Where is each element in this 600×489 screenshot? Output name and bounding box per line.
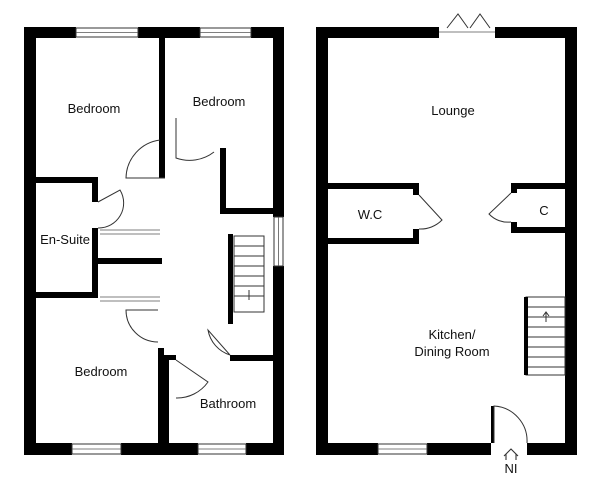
ff-cupboard-rail-upper [100,229,160,235]
room-label-bedroom-top-right: Bedroom [193,94,246,109]
first-floor-plan: Bedroom Bedroom En-Suite Bedroom Bathroo… [24,27,284,455]
ff-door-bedroom-bottom [125,309,159,343]
ff-top-wall-mid [138,27,200,38]
gf-right-wall [565,27,577,455]
ff-left-wall [24,27,36,455]
room-label-en-suite: En-Suite [40,232,90,247]
gf-wall-wc-right-bottom [413,229,419,244]
room-label-bedroom-bottom: Bedroom [75,364,128,379]
ff-window-top-right [199,27,252,38]
ff-door-landing [207,328,231,356]
ff-wall-bedroom-bottom-right [158,348,164,443]
entrance-label: IN [505,461,518,476]
gf-door-c [488,192,512,223]
ff-wall-bedroom-divider [159,38,165,178]
ff-door-bedroom-top-right [175,118,215,161]
ff-wall-stairs-left [228,234,233,324]
ff-wall-ensuite-right [92,177,98,202]
room-label-bathroom: Bathroom [200,396,256,411]
room-label-dining-room: Dining Room [414,344,489,359]
ff-wall-bathroom-left [164,355,169,443]
gf-top-wall-right [495,27,577,38]
room-label-bedroom-top-left: Bedroom [68,101,121,116]
ff-door-ensuite [97,189,125,229]
ff-door-bedroom-top-left [125,139,165,179]
gf-window-bottom [377,443,428,455]
gf-wall-door-post [491,406,494,443]
gf-door-wc [418,194,443,230]
room-label-cupboard: C [539,203,548,218]
gf-wall-wc-right-top [413,183,419,195]
gf-bottom-wall-right [527,443,577,455]
gf-bottom-wall-left [316,443,378,455]
ff-wall-cupboard-top [92,258,162,264]
ff-bottom-wall-left [24,443,72,455]
ff-door-bathroom [175,359,209,399]
ff-window-top-left [75,27,139,38]
gf-wall-wc-top [328,183,419,189]
gf-left-wall [316,27,328,455]
ff-window-right [273,216,284,267]
room-label-lounge: Lounge [431,103,474,118]
ff-bottom-wall-mid [121,443,198,455]
ff-right-wall-top [273,27,284,217]
ff-wall-bathroom-top-right [230,355,273,361]
gf-wall-c-bottom [511,227,565,233]
ff-wall-bathroom-top [164,355,176,360]
ff-top-wall-left [24,27,76,38]
gf-stairs [524,296,566,376]
ff-window-bottom-right [197,443,247,455]
ff-bottom-wall-right [246,443,284,455]
ff-right-wall-bottom [273,266,284,455]
ff-wall-ensuite-bottom [36,292,98,298]
ff-wall-landing-ledge [220,208,273,214]
gf-top-wall-left [316,27,439,38]
room-label-wc: W.C [358,207,383,222]
entrance-arrow-icon [503,448,519,460]
gf-bottom-wall-mid [427,443,491,455]
ff-wall-ensuite-top [36,177,98,183]
ff-window-bottom-left [71,443,122,455]
gf-patio-doors [439,13,495,33]
gf-wall-wc-bottom [328,238,419,244]
room-label-kitchen: Kitchen/ [429,327,476,342]
gf-wall-c-left-top [511,183,517,193]
ff-top-wall-right [251,27,284,38]
gf-wall-c-top [511,183,565,189]
ff-cupboard-rail-lower [100,296,160,302]
ff-stairs [233,235,265,313]
gf-door-entrance [493,405,528,444]
gf-wall-c-left-bottom [511,222,517,233]
ground-floor-plan: Lounge W.C C Kitchen/ Dining Room IN [316,13,577,476]
ff-wall-landing-right [220,148,226,214]
